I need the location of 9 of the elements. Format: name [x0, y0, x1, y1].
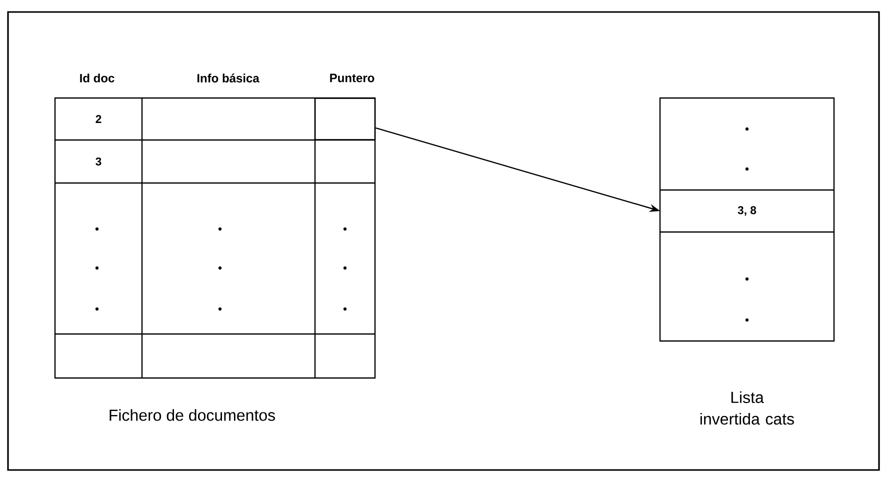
column-header: Info básica — [197, 74, 260, 82]
table-cell: 3 — [96, 158, 102, 166]
table-cell: 2 — [96, 115, 102, 123]
column-header: Puntero — [330, 74, 374, 82]
caption: Lista invertida cats — [700, 391, 794, 425]
table-cell — [314, 98, 376, 140]
caption: Fichero de documentos — [110, 409, 275, 421]
column-header: Id doc — [80, 74, 114, 82]
table-cell: 3, 8 — [738, 206, 756, 216]
